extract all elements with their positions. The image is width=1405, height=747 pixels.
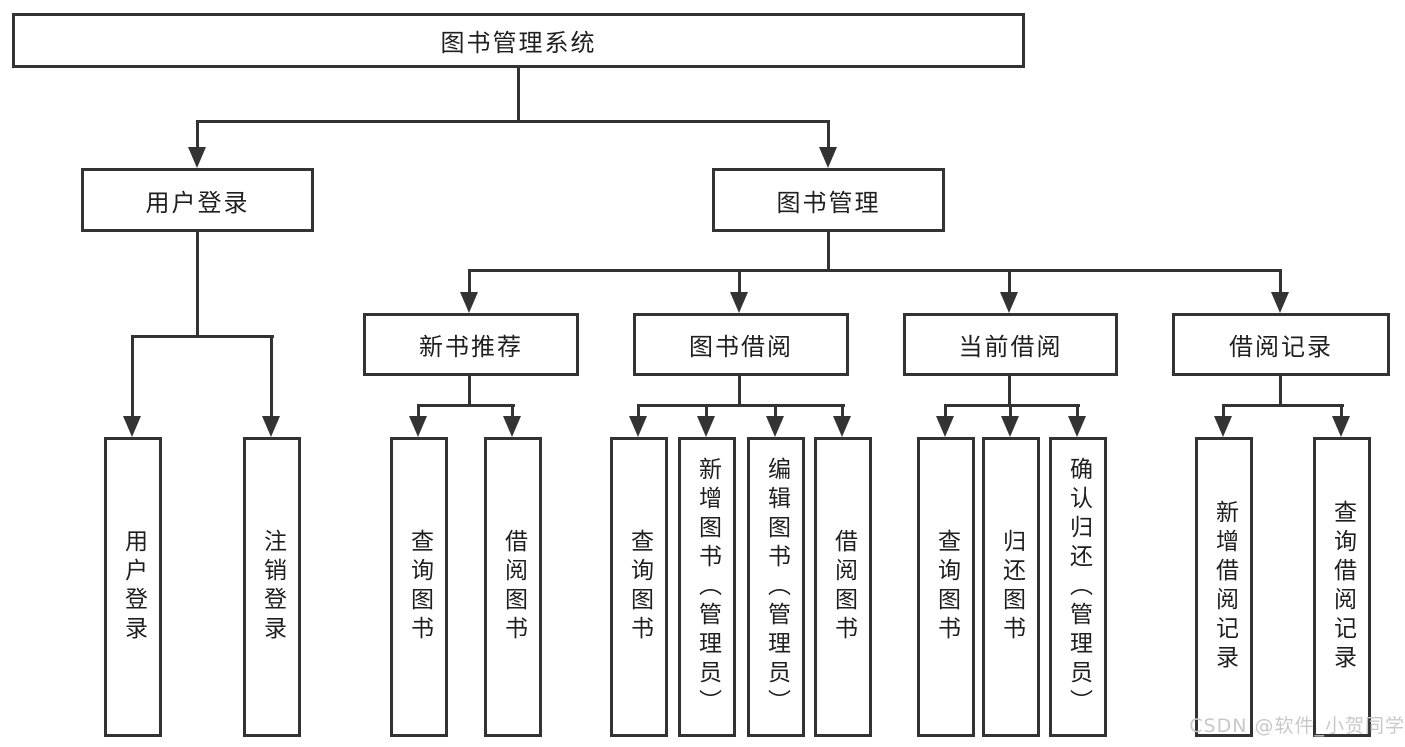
node-label: 查询图书 bbox=[933, 529, 960, 645]
node-user-login: 用户登录 bbox=[81, 168, 314, 232]
node-label: 确认归还（管理员） bbox=[1065, 456, 1092, 718]
leaf-add-borrow-record: 新增借阅记录 bbox=[1195, 437, 1253, 737]
connector-arrow-down bbox=[262, 335, 280, 437]
connector-arrow-down bbox=[188, 120, 206, 168]
connector-hline bbox=[638, 404, 845, 407]
connector-arrow-down bbox=[1068, 404, 1086, 437]
leaf-query-books-recommend: 查询图书 bbox=[390, 437, 448, 737]
node-label: 查询借阅记录 bbox=[1329, 500, 1356, 674]
node-label: 查询图书 bbox=[626, 529, 653, 645]
leaf-borrow-books-recommend: 借阅图书 bbox=[484, 437, 542, 737]
node-borrowing-records: 借阅记录 bbox=[1172, 313, 1390, 376]
connector-arrow-down bbox=[1001, 404, 1019, 437]
connector-arrow-down bbox=[833, 404, 851, 437]
node-label: 图书借阅 bbox=[689, 333, 793, 361]
node-label: 图书管理系统 bbox=[440, 29, 597, 57]
node-new-book-recommendation: 新书推荐 bbox=[363, 313, 579, 376]
node-label: 注销登录 bbox=[259, 529, 286, 645]
node-label: 借阅记录 bbox=[1229, 333, 1333, 361]
node-book-management: 图书管理 bbox=[712, 168, 945, 232]
connector-arrow-down bbox=[409, 404, 427, 437]
connector-arrow-down bbox=[697, 404, 715, 437]
connector-vline bbox=[1279, 376, 1282, 407]
node-label: 归还图书 bbox=[998, 529, 1025, 645]
connector-arrow-down bbox=[1332, 404, 1350, 437]
leaf-confirm-return-admin: 确认归还（管理员） bbox=[1049, 437, 1107, 737]
node-label: 借阅图书 bbox=[830, 529, 857, 645]
leaf-query-books-current: 查询图书 bbox=[917, 437, 975, 737]
connector-hline bbox=[945, 404, 1080, 407]
leaf-logout: 注销登录 bbox=[243, 437, 301, 737]
connector-vline bbox=[827, 232, 830, 272]
node-current-borrowing: 当前借阅 bbox=[903, 313, 1118, 376]
connector-hline bbox=[468, 269, 1282, 272]
connector-hline bbox=[418, 404, 515, 407]
node-label: 查询图书 bbox=[406, 529, 433, 645]
node-label: 用户登录 bbox=[120, 529, 147, 645]
connector-arrow-down bbox=[936, 404, 954, 437]
leaf-edit-book-admin: 编辑图书（管理员） bbox=[747, 437, 805, 737]
leaf-query-books-borrowing: 查询图书 bbox=[610, 437, 668, 737]
connector-arrow-down bbox=[1271, 269, 1289, 313]
connector-vline bbox=[738, 376, 741, 407]
leaf-return-book: 归还图书 bbox=[982, 437, 1040, 737]
connector-arrow-down bbox=[1214, 404, 1232, 437]
leaf-borrow-books-borrowing: 借阅图书 bbox=[814, 437, 872, 737]
node-label: 新增图书（管理员） bbox=[694, 456, 721, 718]
node-book-borrowing: 图书借阅 bbox=[633, 313, 849, 376]
connector-hline bbox=[1223, 404, 1344, 407]
leaf-query-borrow-record: 查询借阅记录 bbox=[1313, 437, 1371, 737]
node-label: 新书推荐 bbox=[419, 333, 523, 361]
connector-arrow-down bbox=[503, 404, 521, 437]
connector-vline bbox=[517, 68, 520, 123]
connector-arrow-down bbox=[123, 335, 141, 437]
leaf-user-login: 用户登录 bbox=[104, 437, 162, 737]
connector-hline bbox=[196, 120, 830, 123]
watermark: CSDN @软件_小贺同学 bbox=[1189, 715, 1405, 737]
node-label: 新增借阅记录 bbox=[1211, 500, 1238, 674]
node-label: 用户登录 bbox=[145, 188, 250, 217]
connector-arrow-down bbox=[819, 120, 837, 168]
node-label: 图书管理 bbox=[776, 188, 881, 217]
connector-vline bbox=[1008, 376, 1011, 407]
leaf-add-book-admin: 新增图书（管理员） bbox=[678, 437, 736, 737]
connector-arrow-down bbox=[730, 269, 748, 313]
node-label: 借阅图书 bbox=[500, 529, 527, 645]
node-label: 当前借阅 bbox=[958, 333, 1063, 361]
connector-vline bbox=[468, 376, 471, 407]
connector-arrow-down bbox=[766, 404, 784, 437]
connector-hline bbox=[132, 335, 274, 338]
connector-vline bbox=[196, 232, 199, 338]
node-book-management-system: 图书管理系统 bbox=[12, 13, 1025, 68]
node-label: 编辑图书（管理员） bbox=[763, 456, 790, 718]
connector-arrow-down bbox=[460, 269, 478, 313]
connector-arrow-down bbox=[629, 404, 647, 437]
connector-arrow-down bbox=[1000, 269, 1018, 313]
